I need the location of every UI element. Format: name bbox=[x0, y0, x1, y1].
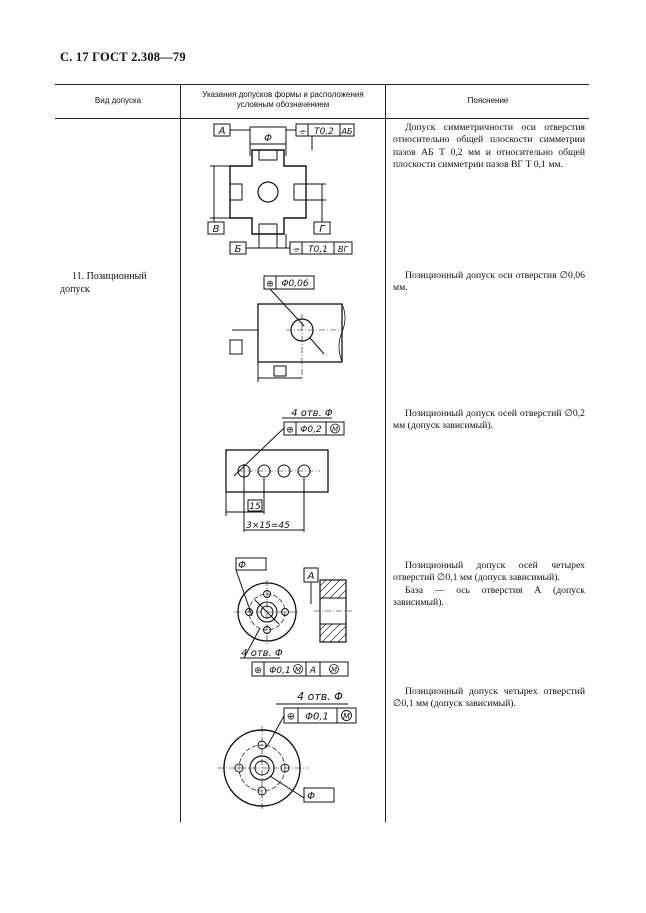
table-top-rule bbox=[55, 84, 589, 86]
datum-label-g: Г bbox=[319, 224, 326, 235]
note-text: Позиционный допуск четырех отверстий ∅0,… bbox=[393, 686, 585, 710]
datum-label-a: А bbox=[218, 126, 226, 137]
note-text: Допуск симметричности оси отверстия отно… bbox=[393, 122, 585, 171]
symmetry-icon: ⌯ bbox=[292, 245, 300, 255]
tolerance-base-1: АБ bbox=[341, 127, 353, 136]
holes-note: 4 отв. Φ bbox=[291, 408, 333, 419]
dimension-15: 15 bbox=[249, 502, 261, 512]
basic-dim-box bbox=[247, 499, 263, 512]
position-icon: ⊕ bbox=[266, 280, 274, 290]
column-divider-1 bbox=[180, 84, 181, 822]
datum-frame-g bbox=[313, 221, 331, 235]
modifier-m-icon bbox=[293, 664, 303, 674]
note-symmetry: Допуск симметричности оси отверстия отно… bbox=[393, 122, 585, 172]
tolerance-value: Φ0,1 bbox=[269, 666, 290, 676]
position-icon: ⊕ bbox=[287, 712, 295, 723]
phi-box bbox=[303, 787, 335, 803]
note-text: Позиционный допуск осей четырех отверсти… bbox=[393, 560, 585, 584]
basic-dim-box bbox=[273, 365, 287, 377]
note-position-hole: Позиционный допуск оси отверстия ∅0,06 м… bbox=[393, 270, 585, 295]
phi-label: Φ bbox=[307, 791, 315, 802]
modifier-m-icon bbox=[341, 710, 352, 721]
note-text: Позиционный допуск оси отверстия ∅0,06 м… bbox=[393, 270, 585, 294]
figure-position-hole: ⊕ Φ0,06 bbox=[229, 275, 346, 382]
row-label-line1: 11. Позиционный bbox=[72, 271, 147, 282]
modifier-m: M bbox=[331, 666, 337, 674]
column-header-indication: Указания допусков формы и расположения у… bbox=[183, 90, 383, 110]
tolerance-frame bbox=[263, 275, 315, 290]
phi-label: Φ bbox=[238, 560, 246, 571]
holes-note: 4 отв. Φ bbox=[241, 648, 283, 659]
datum-label-a: А bbox=[307, 571, 315, 582]
part-outline bbox=[225, 449, 329, 493]
tolerance-frame-1 bbox=[295, 123, 355, 137]
part-outline bbox=[257, 303, 343, 363]
holes-note: 4 отв. Φ bbox=[297, 690, 343, 703]
table-head-rule bbox=[55, 118, 589, 119]
row-label: 11. Позиционный допуск bbox=[60, 270, 180, 296]
figure-four-holes-datum: Φ А 4 отв. Φ ⊕ Φ0,1 M А M bbox=[234, 557, 352, 677]
position-icon: ⊕ bbox=[286, 426, 294, 436]
page-header: С. 17 ГОСТ 2.308—79 bbox=[60, 50, 186, 64]
tolerance-value-2: T0,1 bbox=[308, 245, 328, 255]
position-icon: ⊕ bbox=[254, 666, 262, 676]
tolerance-frame bbox=[251, 661, 349, 677]
modifier-m: M bbox=[343, 712, 350, 721]
column-header-explanation: Пояснение bbox=[467, 96, 509, 105]
phi-box bbox=[235, 557, 267, 571]
tolerance-frame-2 bbox=[289, 241, 353, 255]
datum-label-b: Б bbox=[235, 244, 242, 255]
tolerance-value: Φ0,2 bbox=[300, 425, 322, 435]
center-hole bbox=[257, 181, 279, 203]
tolerance-base-2: ВГ bbox=[338, 245, 348, 254]
tolerance-frame bbox=[283, 707, 357, 724]
column-header-type: Вид допуска bbox=[94, 96, 142, 105]
base-label: А bbox=[309, 666, 316, 676]
datum-frame-v bbox=[207, 221, 225, 235]
modifier-m: M bbox=[295, 666, 301, 674]
modifier-m: M bbox=[332, 426, 338, 434]
column-divider-2 bbox=[385, 84, 386, 822]
column-header-indication-line1: Указания допусков формы и расположения bbox=[202, 90, 364, 99]
note-text: База — ось отверстия А (допуск зависимый… bbox=[393, 584, 585, 609]
note-text: Позиционный допуск осей отверстий ∅0,2 м… bbox=[393, 408, 585, 432]
dimension-45: 3×15=45 bbox=[246, 521, 290, 531]
note-four-holes: Позиционный допуск четырех отверстий ∅0,… bbox=[393, 686, 585, 711]
tolerance-value: Φ0,06 bbox=[281, 279, 308, 289]
cross-part-outline bbox=[229, 149, 307, 235]
figure-symmetry: А Φ ⌯ T0,2 АБ В Г Б ⌯ T0,1 ВГ bbox=[207, 123, 355, 255]
tolerance-value: Φ0,1 bbox=[305, 712, 329, 723]
note-position-holes: Позиционный допуск осей отверстий ∅0,2 м… bbox=[393, 408, 585, 433]
datum-label-v: В bbox=[213, 224, 220, 235]
modifier-m-icon bbox=[329, 664, 339, 674]
symmetry-icon: ⌯ bbox=[298, 127, 306, 137]
tolerance-value-1: T0,2 bbox=[314, 127, 334, 137]
modifier-m-icon bbox=[330, 423, 340, 434]
basic-dim-box bbox=[229, 339, 243, 355]
phi-label: Φ bbox=[264, 133, 272, 144]
figure-four-holes: 4 отв. Φ ⊕ Φ0,1 M Φ bbox=[218, 690, 357, 810]
note-four-holes-datum: Позиционный допуск осей четырех отверсти… bbox=[393, 560, 585, 610]
column-header-indication-line2: условным обозначением bbox=[236, 100, 330, 109]
row-label-line2: допуск bbox=[60, 284, 90, 295]
figure-position-holes: 4 отв. Φ ⊕ Φ0,2 M 15 3×15=45 bbox=[225, 408, 345, 532]
